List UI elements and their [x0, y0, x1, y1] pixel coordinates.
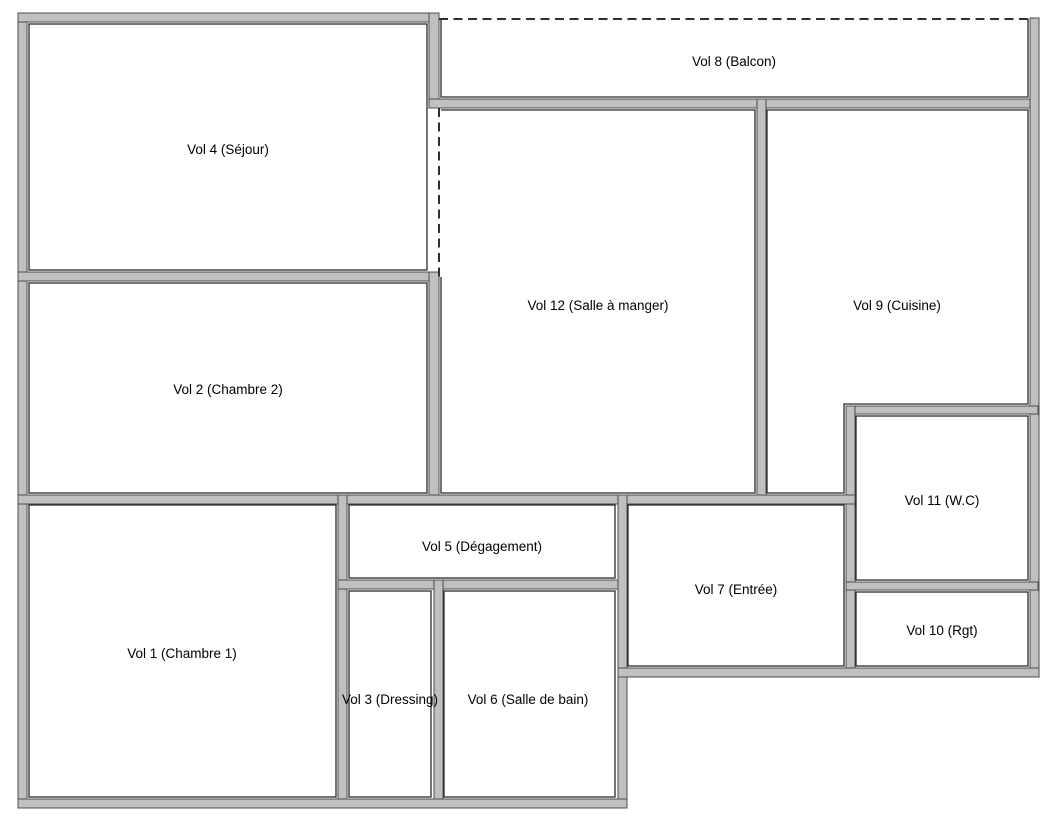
room-label-vol11: Vol 11 (W.C)	[905, 493, 980, 508]
wall-vol7-right	[845, 405, 856, 678]
room-vol5-degagement	[348, 504, 616, 579]
room-label-vol8: Vol 8 (Balcon)	[692, 54, 776, 69]
room-label-vol6: Vol 6 (Salle de bain)	[468, 692, 589, 707]
room-vol8-balcon	[439, 18, 1031, 98]
room-label-vol2: Vol 2 (Chambre 2)	[173, 382, 283, 397]
room-label-vol7: Vol 7 (Entrée)	[695, 582, 778, 597]
room-label-vol12: Vol 12 (Salle à manger)	[527, 298, 668, 313]
room-vol6-salle-de-bain	[443, 590, 616, 798]
room-vol4-sejour	[28, 23, 428, 271]
walls	[17, 12, 1040, 809]
wall-vol4-bottom	[17, 271, 440, 282]
wall-vol1-right	[337, 494, 348, 809]
wall-outer-left	[17, 12, 28, 809]
room-vol7-entree	[627, 504, 845, 667]
room-label-vol3: Vol 3 (Dressing)	[342, 692, 438, 707]
room-vol12-solid-edges	[440, 109, 756, 494]
wall-vol2-right	[428, 271, 440, 505]
wall-vol12-vol9-divider	[756, 98, 767, 505]
wall-balcony-bottom	[428, 98, 1040, 109]
room-label-vol1: Vol 1 (Chambre 1)	[127, 646, 237, 661]
wall-outer-top	[17, 12, 440, 23]
room-vol12-salle-a-manger	[438, 108, 756, 494]
room-vol11-wc	[855, 415, 1029, 581]
room-vol9-cuisine	[766, 109, 1029, 494]
wall-vol7-left	[617, 494, 628, 809]
wall-outer-right	[1029, 17, 1040, 678]
wall-bottom-right-section	[617, 667, 1040, 678]
room-vol8-floor	[441, 19, 1028, 97]
room-vol12-floor	[441, 110, 755, 493]
wall-vol4-right	[428, 12, 440, 109]
room-label-vol5: Vol 5 (Dégagement)	[422, 539, 542, 554]
room-vol1-chambre1	[28, 504, 337, 798]
room-vol8-solid-edges	[440, 19, 1029, 98]
wall-vol11-top	[845, 405, 1039, 415]
room-labels: Vol 1 (Chambre 1) Vol 2 (Chambre 2) Vol …	[127, 54, 979, 707]
wall-vol5-bottom	[337, 579, 628, 590]
room-vol3-dressing	[348, 590, 432, 798]
room-vol10-rgt	[855, 591, 1029, 667]
room-label-vol4: Vol 4 (Séjour)	[187, 142, 269, 157]
wall-mid-horizontal	[17, 494, 856, 505]
room-vol2-chambre2	[28, 282, 428, 494]
wall-outer-bottom	[17, 798, 628, 809]
wall-vol11-vol10-divider	[845, 581, 1039, 591]
rooms	[28, 18, 1031, 798]
room-label-vol9: Vol 9 (Cuisine)	[853, 298, 941, 313]
room-label-vol10: Vol 10 (Rgt)	[906, 623, 977, 638]
